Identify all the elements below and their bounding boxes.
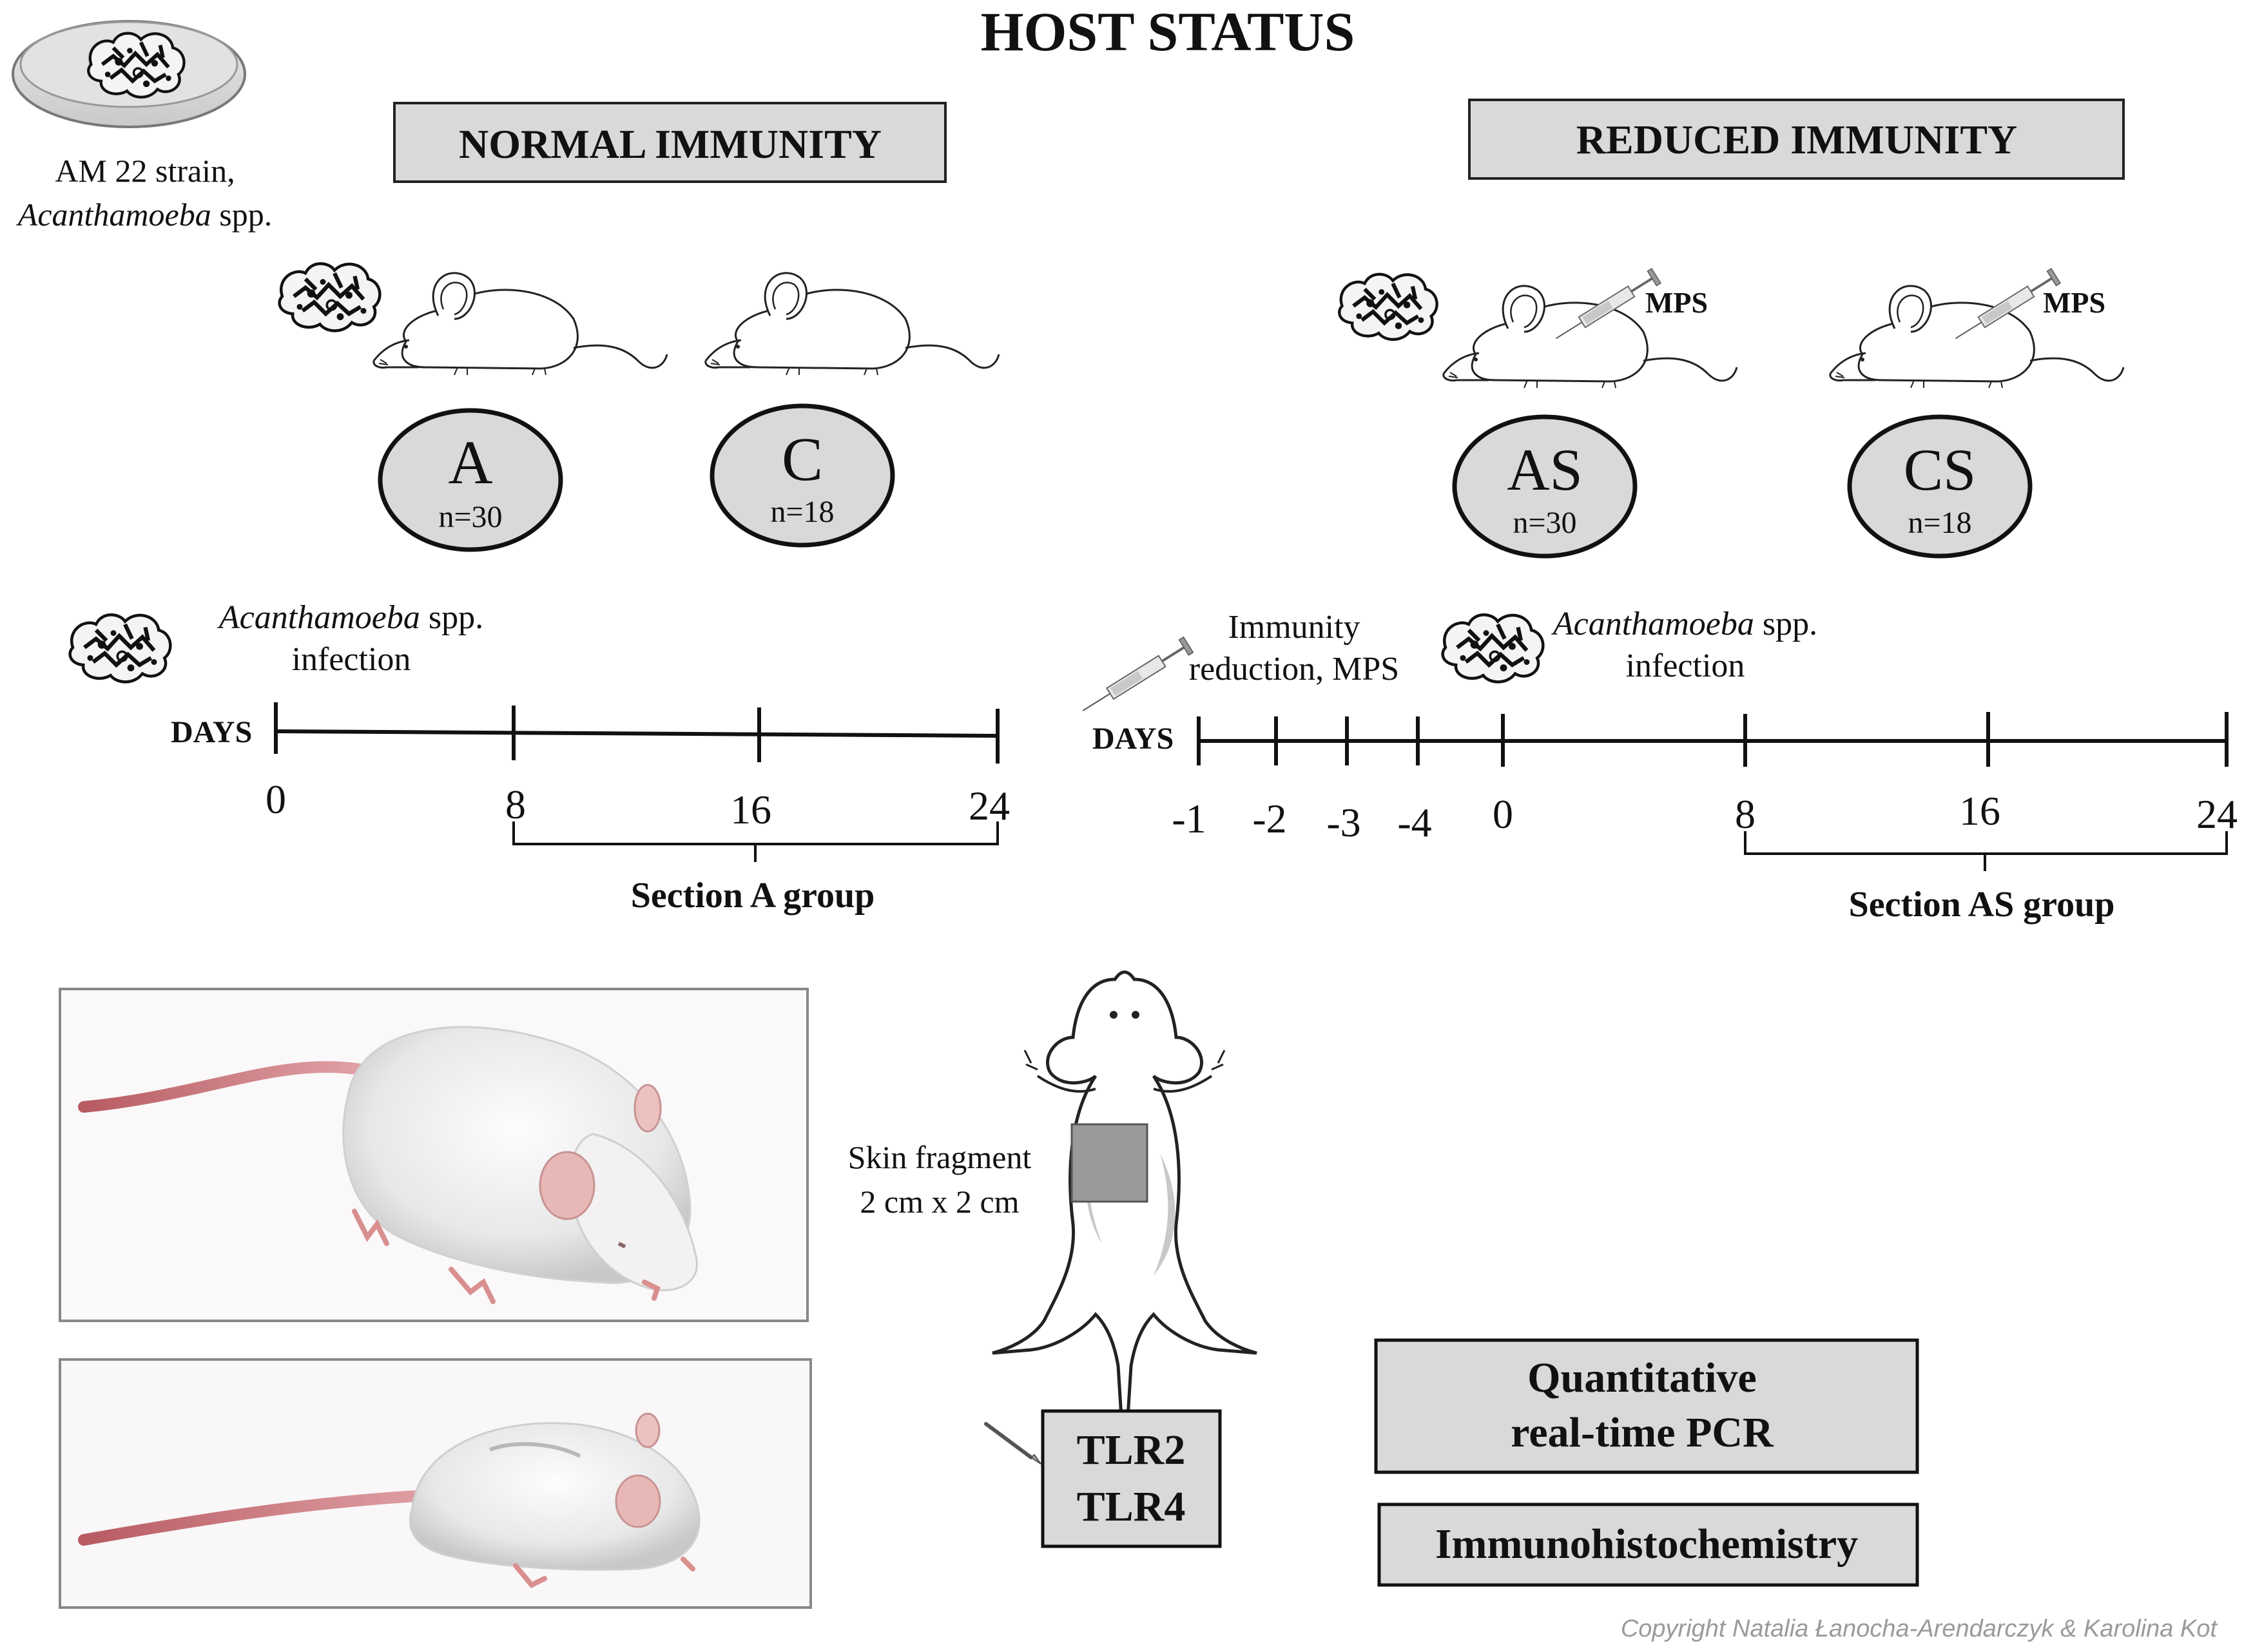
reduced-section-bracket	[1744, 831, 2228, 871]
normal-tick-0: 0	[266, 776, 286, 822]
skin-fragment-patch	[1070, 1123, 1148, 1203]
amoeba-icon	[1339, 274, 1436, 340]
group-cs-count: n=18	[1908, 506, 1971, 540]
svg-text:REDUCED IMMUNITY: REDUCED IMMUNITY	[1576, 117, 2017, 162]
mouse-a-icon	[372, 272, 668, 376]
normal-tick-8: 8	[505, 782, 526, 827]
reduced-days-label: DAYS	[1092, 722, 1174, 756]
normal-infection-line1: Acanthamoeba spp.	[217, 599, 483, 636]
group-c-count: n=18	[770, 495, 834, 529]
amoeba-infection-icon	[70, 615, 171, 682]
normal-days-label: DAYS	[171, 715, 252, 749]
mouse-dorsal-icon	[992, 970, 1257, 1456]
tlr2-label: TLR2	[1077, 1426, 1186, 1474]
syringe-icon	[1078, 637, 1194, 718]
amoeba-infection-icon	[1443, 615, 1543, 682]
reduced-infection-line2: infection	[1626, 648, 1745, 684]
mps-label-cs: MPS	[2043, 286, 2105, 319]
normal-infection-line2: infection	[292, 641, 411, 678]
reduced-tick-minus2: -2	[1252, 796, 1286, 841]
reduced-tick-0: 0	[1493, 791, 1513, 837]
reduced-tick-minus1: -1	[1172, 796, 1206, 841]
group-c-letter: C	[782, 425, 823, 494]
reduced-section-label: Section AS group	[1849, 885, 2115, 925]
pcr-box: Quantitative real-time PCR	[1374, 1338, 1919, 1474]
amoeba-icon	[280, 264, 380, 331]
mouse-photo-2	[59, 1358, 812, 1609]
normal-tick-16: 16	[730, 787, 771, 832]
page-title: HOST STATUS	[981, 1, 1355, 62]
group-as-letter: AS	[1507, 437, 1583, 503]
normal-section-label: Section A group	[631, 876, 875, 916]
petri-dish-icon	[12, 20, 246, 128]
normal-section-bracket	[512, 821, 999, 862]
ihc-box: Immunohistochemistry	[1377, 1503, 1919, 1587]
pcr-line1: Quantitative	[1527, 1354, 1757, 1401]
immunity-reduction-line2: reduction, MPS	[1189, 651, 1399, 687]
reduced-infection-line1: Acanthamoeba spp.	[1551, 606, 1817, 642]
group-as-circle: AS n=30	[1452, 414, 1638, 559]
group-cs-letter: CS	[1904, 437, 1977, 503]
strain-name-line1: AM 22 strain,	[55, 153, 235, 189]
reduced-timeline	[1197, 712, 2229, 767]
tlr-box: TLR2 TLR4	[1041, 1409, 1222, 1548]
normal-timeline	[274, 702, 1000, 764]
group-c-circle: C n=18	[710, 403, 895, 548]
immunity-reduction-line1: Immunity	[1228, 609, 1360, 646]
group-a-circle: A n=30	[378, 408, 563, 552]
skin-fragment-line1: Skin fragment	[848, 1139, 1032, 1175]
reduced-immunity-header: REDUCED IMMUNITY	[1468, 99, 2125, 180]
tlr4-label: TLR4	[1077, 1483, 1186, 1530]
normal-immunity-header: NORMAL IMMUNITY	[393, 102, 947, 183]
group-a-letter: A	[448, 428, 492, 497]
reduced-tick-minus3: -3	[1326, 800, 1360, 845]
reduced-tick-16: 16	[1959, 788, 2000, 834]
pcr-line2: real-time PCR	[1511, 1409, 1774, 1456]
mouse-photo-1	[59, 988, 809, 1322]
group-as-count: n=30	[1513, 506, 1576, 540]
mouse-c-icon	[704, 272, 1000, 376]
strain-name-line2: Acanthamoeba spp.	[16, 197, 272, 233]
group-cs-circle: CS n=18	[1847, 414, 2033, 559]
skin-fragment-line2: 2 cm x 2 cm	[860, 1184, 1019, 1220]
reduced-tick-24: 24	[2196, 791, 2238, 837]
group-a-count: n=30	[438, 500, 502, 534]
copyright-notice: Copyright Natalia Łanocha-Arendarczyk & …	[1621, 1615, 2218, 1642]
reduced-tick-minus4: -4	[1397, 800, 1431, 845]
ihc-label: Immunohistochemistry	[1435, 1521, 1858, 1568]
normal-tick-24: 24	[969, 783, 1010, 829]
scalpel-icon	[984, 1422, 1041, 1465]
mps-label-as: MPS	[1645, 286, 1708, 319]
reduced-tick-8: 8	[1735, 791, 1756, 837]
svg-text:NORMAL IMMUNITY: NORMAL IMMUNITY	[459, 121, 882, 167]
